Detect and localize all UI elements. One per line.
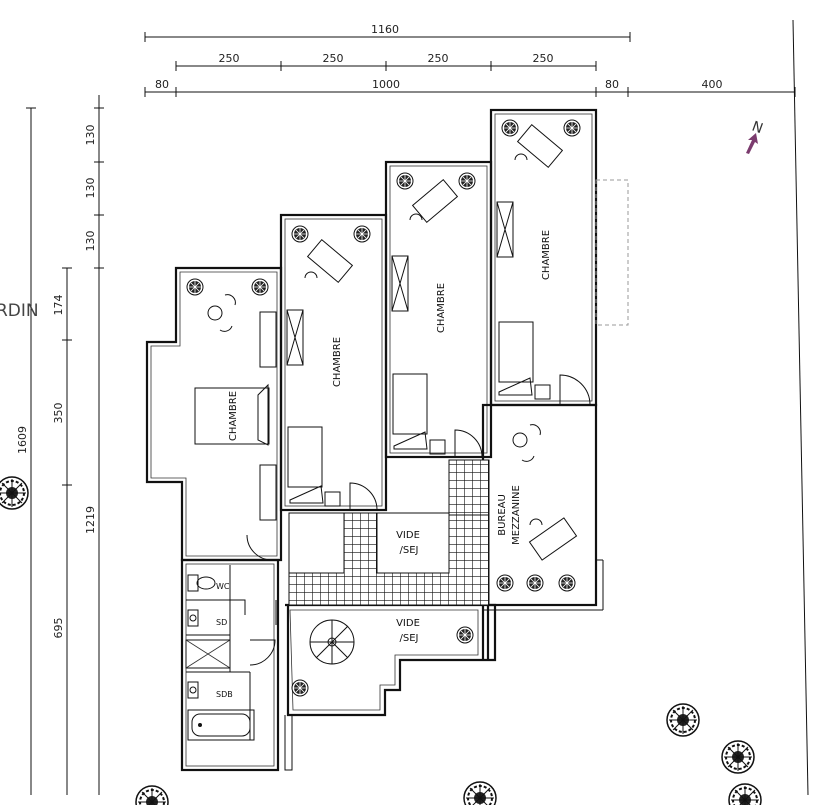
room-chambre-1: CHAMBRE	[228, 391, 239, 441]
jardin-label: RDIN	[0, 301, 39, 321]
plant-icon	[558, 574, 576, 592]
dim-left-174: 174	[52, 295, 65, 316]
north-label: N	[750, 119, 765, 138]
plant-icon	[501, 119, 519, 137]
room-mezzanine: MEZZANINE	[511, 485, 522, 545]
room-sdb: SDB	[216, 690, 233, 699]
dim-left-1219: 1219	[84, 506, 97, 534]
dim-left-695: 695	[52, 618, 65, 639]
furniture	[185, 124, 591, 741]
void-left	[288, 512, 345, 574]
dim-top-250-b: 250	[323, 52, 344, 65]
dim-400: 400	[702, 78, 723, 91]
room-chambre-2: CHAMBRE	[332, 337, 343, 387]
plant-icon	[563, 119, 581, 137]
tree-icon	[463, 781, 497, 805]
left-dimension-lines	[26, 19, 809, 796]
north-arrow-icon	[746, 133, 758, 154]
room-sej-upper: /SEJ	[400, 545, 419, 556]
room-bureau: BUREAU	[497, 494, 508, 536]
plant-icon	[291, 225, 309, 243]
dim-top-250-a: 250	[219, 52, 240, 65]
room-sej-lower: /SEJ	[400, 633, 419, 644]
tree-icon	[666, 703, 700, 737]
building-walls	[145, 108, 604, 772]
dim-80-right: 80	[605, 78, 619, 91]
dim-left-350: 350	[52, 403, 65, 424]
plant-icon	[456, 626, 474, 644]
tree-icon	[0, 476, 29, 510]
room-wc: WC	[216, 582, 230, 591]
room-chambre-4: CHAMBRE	[541, 230, 552, 280]
plant-icon	[251, 278, 269, 296]
top-dimension-lines	[144, 32, 796, 97]
vide-sej-upper-box	[376, 512, 450, 574]
dim-left-130-b: 130	[84, 178, 97, 199]
dim-left-1609: 1609	[16, 426, 29, 454]
dim-left-130-c: 130	[84, 231, 97, 252]
dim-top-250-d: 250	[533, 52, 554, 65]
tree-icon	[135, 785, 169, 805]
tree-icon	[728, 783, 762, 805]
plant-icon	[353, 225, 371, 243]
dashed-outline	[595, 179, 629, 326]
room-vide-upper: VIDE	[396, 530, 420, 541]
room-sd: SD	[216, 618, 227, 627]
tree-icon	[721, 740, 755, 774]
plant-icon	[396, 172, 414, 190]
dim-1000: 1000	[372, 78, 400, 91]
trees	[135, 703, 762, 805]
plant-icon	[186, 278, 204, 296]
plant-icon	[526, 574, 544, 592]
dim-80-left: 80	[155, 78, 169, 91]
gridded-floor-upper	[448, 459, 490, 516]
plant-icon	[496, 574, 514, 592]
north-compass: N	[746, 119, 765, 154]
plant-icon	[291, 679, 309, 697]
dim-top-total: 1160	[371, 23, 399, 36]
room-chambre-3: CHAMBRE	[436, 283, 447, 333]
dim-top-250-c: 250	[428, 52, 449, 65]
plant-icon	[458, 172, 476, 190]
dim-left-130-a: 130	[84, 125, 97, 146]
room-vide-lower: VIDE	[396, 618, 420, 629]
